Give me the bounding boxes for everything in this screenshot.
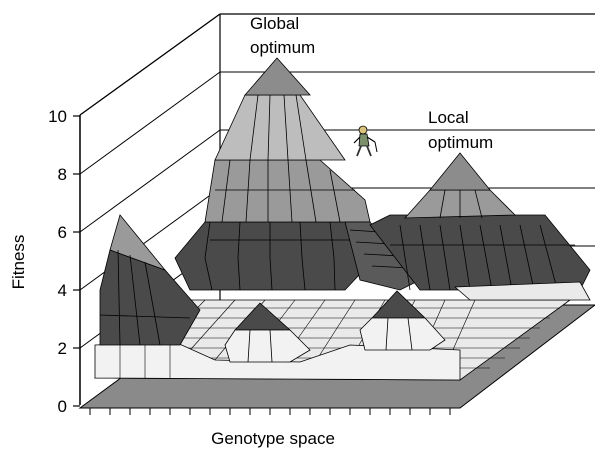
- y-tick-label: 6: [58, 223, 67, 242]
- svg-text:Global: Global: [250, 14, 299, 33]
- y-tick-label: 10: [48, 107, 67, 126]
- y-axis: 0 2 4 6 8 10 Fitness: [9, 107, 81, 416]
- y-tick-label: 8: [58, 165, 67, 184]
- x-axis-ticks: [89, 408, 451, 415]
- global-optimum-label: Global optimum: [250, 14, 315, 57]
- svg-text:optimum: optimum: [250, 38, 315, 57]
- y-tick-label: 2: [58, 339, 67, 358]
- y-tick-label: 4: [58, 281, 67, 300]
- left-peak: [99, 214, 201, 346]
- svg-text:optimum: optimum: [428, 133, 493, 152]
- small-peak-middle: [224, 302, 311, 363]
- hiker-climbing-icon: [353, 125, 378, 157]
- x-axis-title: Genotype space: [211, 429, 335, 448]
- small-peak-right: [359, 290, 446, 351]
- local-optimum-label: Local optimum: [428, 108, 493, 152]
- local-optimum-peak: [369, 152, 591, 301]
- global-optimum-peak: [174, 57, 376, 291]
- y-axis-title: Fitness: [9, 235, 28, 290]
- y-tick-label: 0: [58, 397, 67, 416]
- svg-text:Local: Local: [428, 108, 469, 127]
